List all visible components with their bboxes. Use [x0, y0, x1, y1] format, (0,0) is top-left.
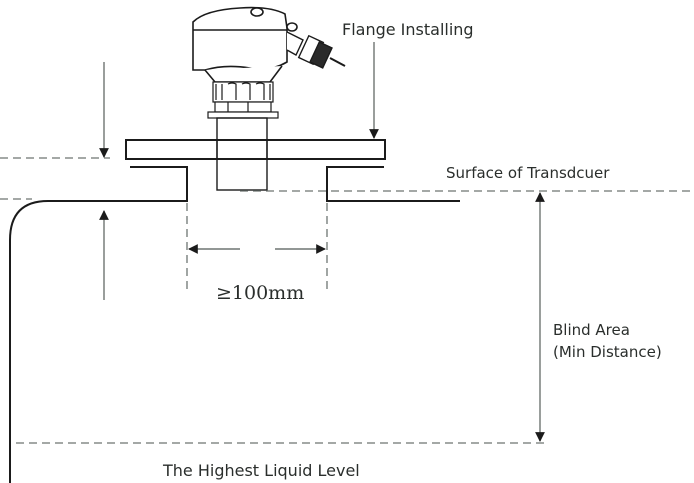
flange-installing-label: Flange Installing	[342, 20, 474, 39]
nozzle-left	[9, 166, 188, 483]
nozzle-right	[326, 166, 460, 202]
blind-area-label: Blind Area	[553, 321, 630, 339]
highest-liquid-level-label: The Highest Liquid Level	[162, 461, 360, 480]
surface-of-transducer-label: Surface of Transdcuer	[446, 164, 610, 182]
transducer-housing	[192, 6, 298, 83]
cable-gland	[286, 31, 346, 69]
transducer-stem	[216, 117, 268, 191]
min-distance-label: (Min Distance)	[553, 343, 662, 361]
transducer-nut	[207, 81, 279, 119]
min-width-label: ≥100mm	[216, 282, 304, 304]
flange-plate	[125, 139, 386, 160]
